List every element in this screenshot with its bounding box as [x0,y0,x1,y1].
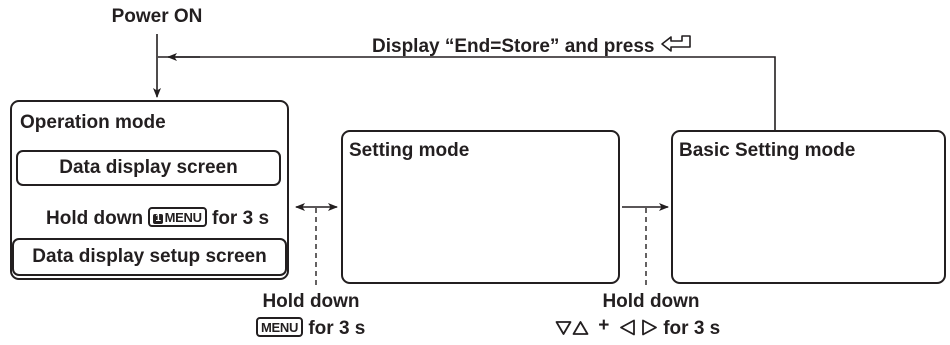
hold-down-prefix: Hold down [46,208,144,229]
return-loop-line [158,56,776,130]
data-display-setup-screen-box: Data display setup screen [12,238,287,276]
transition-1-suffix: for 3 s [308,318,366,339]
transition-2-suffix: for 3 s [663,318,721,339]
right-triangle-icon [642,319,657,336]
setting-mode-box: Setting mode [341,130,620,284]
transition-2-line2: + for 3 s [555,316,720,338]
data-display-screen-box: Data display screen [16,150,281,186]
return-instruction-text: Display “End=Store” and press [372,36,655,57]
menu-key-icon: MENU [256,317,304,337]
transition-1-line1: Hold down [262,291,360,312]
return-instruction: Display “End=Store” and press [372,34,694,56]
operation-mode-title: Operation mode [20,112,166,133]
basic-setting-mode-box: Basic Setting mode [671,130,946,284]
transition-1-line2: MENU for 3 s [256,317,365,338]
basic-setting-mode-title: Basic Setting mode [679,140,856,161]
left-triangle-icon [619,319,635,336]
plus-sign: + [598,315,610,336]
setting-mode-title: Setting mode [349,140,470,161]
enter-key-icon [660,35,691,52]
operation-mode-box: Operation mode Data display screen Hold … [10,100,289,280]
down-triangle-icon [555,321,572,335]
menu-key-number: 1 [153,213,163,224]
hold-down-suffix: for 3 s [212,208,270,229]
transition-2-line1: Hold down [602,291,700,312]
menu-key-label: MENU [164,210,202,225]
up-triangle-icon [572,321,589,335]
power-on-label: Power ON [111,6,203,27]
